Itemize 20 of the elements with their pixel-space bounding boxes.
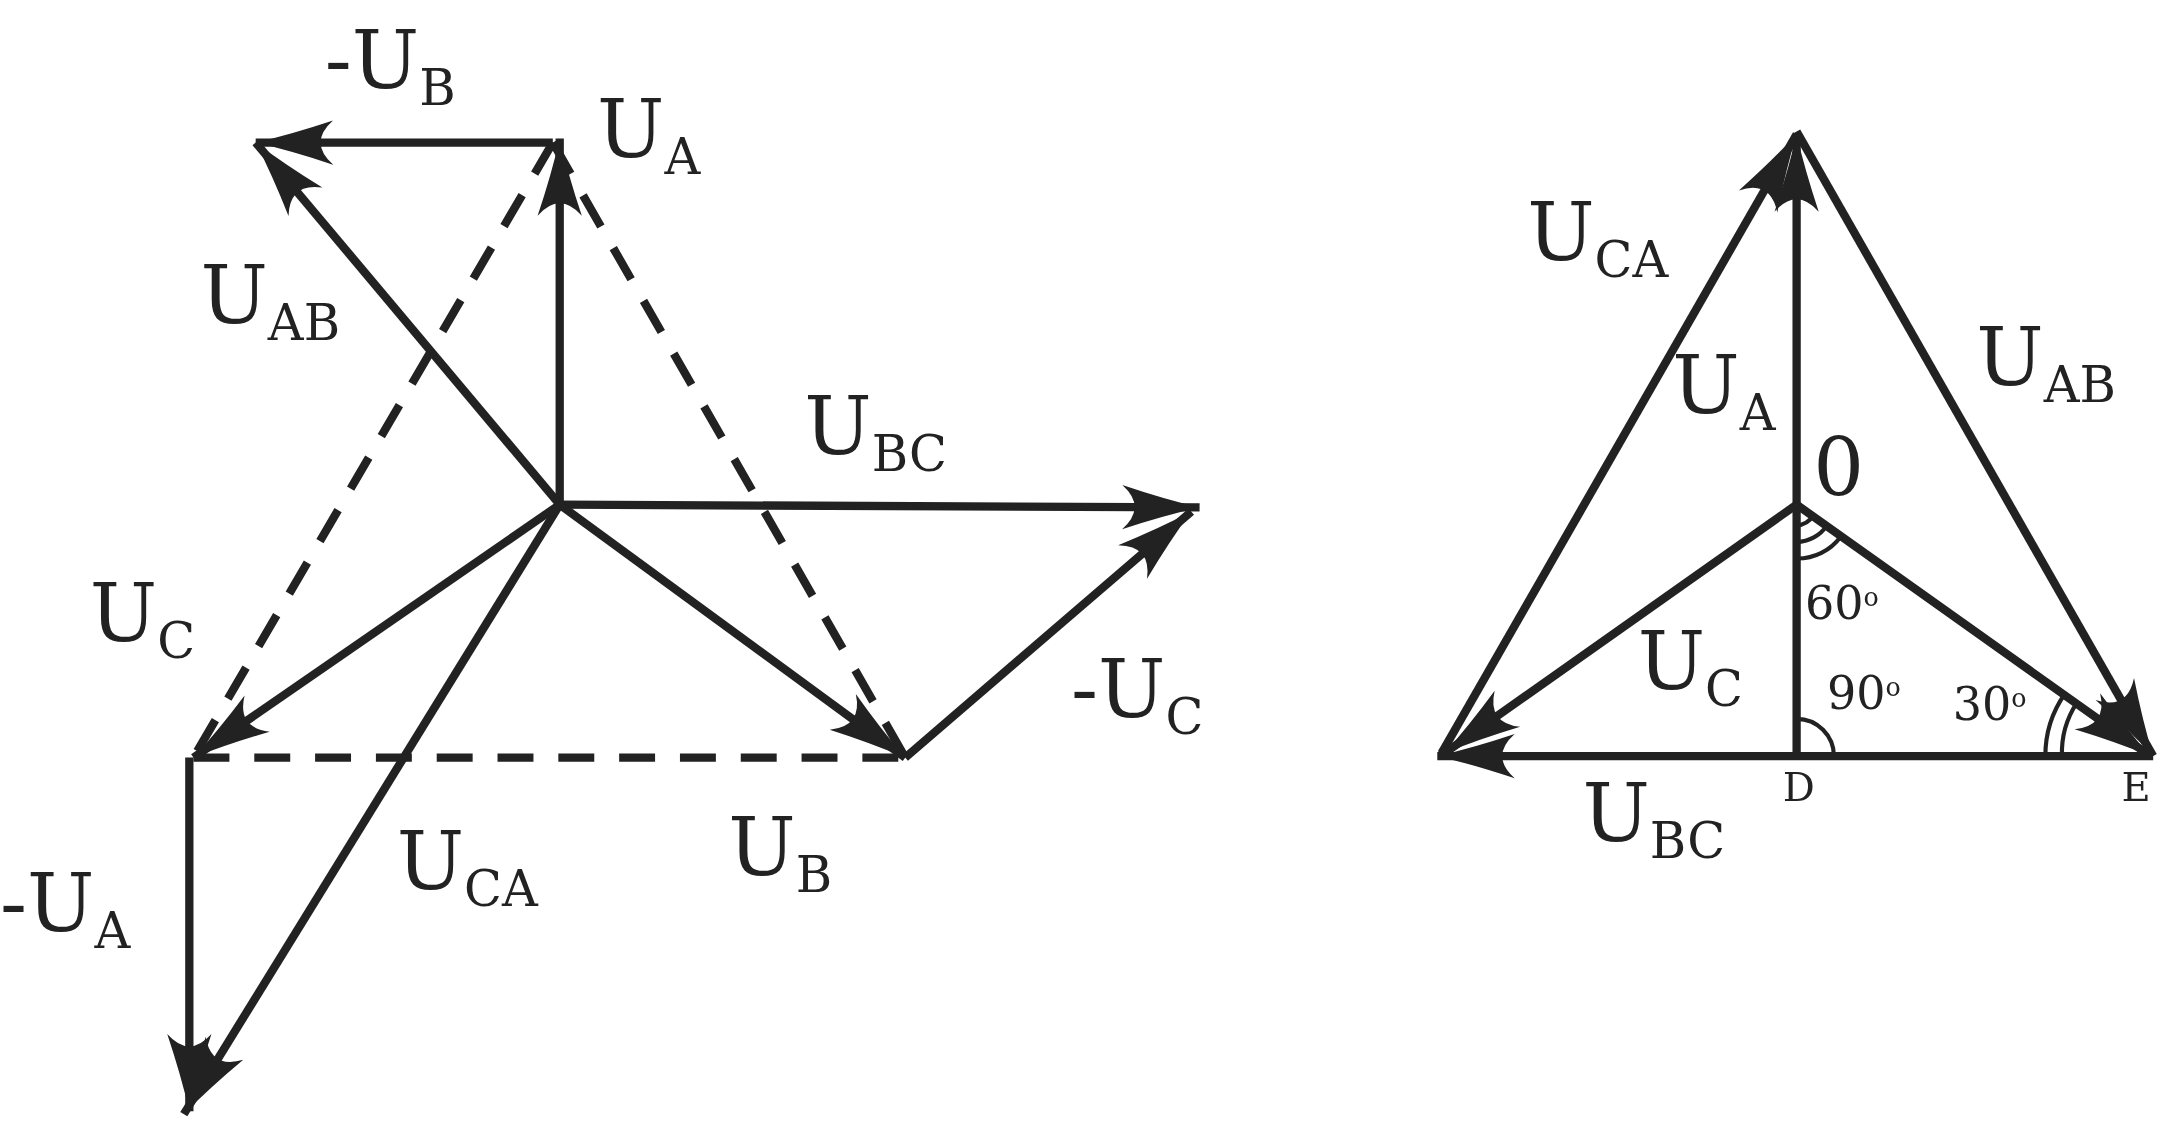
point-label: 0 (1813, 428, 1865, 509)
vector-label: U$_{A}$ (1672, 345, 1776, 439)
vector-label: U$_{AB}$ (1976, 317, 2116, 411)
point-label: E (2121, 767, 2151, 807)
vector-label: U$_{C}$ (1637, 621, 1744, 715)
angle-label: 30$^{o}$ (1952, 681, 2027, 728)
angle-label: 90$^{o}$ (1827, 670, 1901, 717)
vector-label: U$_{AB}$ (200, 255, 341, 349)
vector-label: U$_{BC}$ (1582, 773, 1726, 867)
vector-label: -U$_{A}$ (0, 863, 131, 957)
vector-label: U$_{CA}$ (1527, 193, 1669, 287)
vector-label: -U$_{B}$ (324, 20, 456, 114)
vector-label: U$_{BC}$ (804, 386, 948, 480)
angle-label: 60$^{o}$ (1804, 580, 1879, 627)
vector-label: U$_{CA}$ (396, 822, 538, 916)
vector-label: U$_{A}$ (597, 89, 701, 183)
vector-label: U$_{C}$ (89, 573, 196, 667)
vector-label: -U$_{C}$ (1071, 649, 1204, 743)
vector-label: U$_{B}$ (728, 808, 833, 902)
point-label: D (1782, 767, 1815, 807)
